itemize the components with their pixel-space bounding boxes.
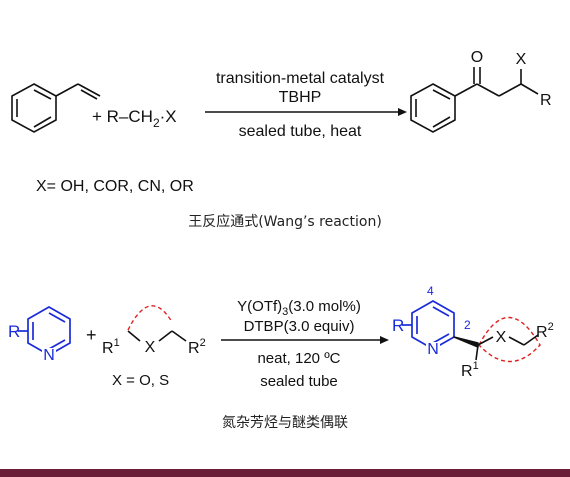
x-definition-1: X= OH, COR, CN, OR (36, 178, 194, 195)
position-4-label: 4 (427, 284, 434, 298)
caption-wang-reaction: 王反应通式(Wang’s reaction) (188, 213, 382, 230)
ether-x-label: X (145, 339, 156, 356)
condition-oxidant: TBHP (279, 89, 322, 106)
condition-temperature: neat, 120 ºC (257, 350, 340, 367)
caption-heteroarene-ether-coupling: 氮杂芳烃与醚类偶联 (222, 414, 348, 431)
product-n-label: N (427, 341, 439, 358)
pyridine-n-backdrop (42, 348, 56, 362)
product-x-label: X (516, 51, 527, 68)
product-r2-label: R2 (536, 321, 554, 341)
condition-oxidant-2: DTBP(3.0 equiv) (244, 318, 355, 335)
ether-r1-label: R1 (102, 337, 120, 357)
pyridine-r-label: R (8, 322, 20, 341)
condition-catalyst: transition-metal catalyst (216, 70, 385, 87)
ketone-product-structure (410, 67, 539, 133)
product-r1-label: R1 (461, 360, 479, 380)
reaction2-arrow-head (380, 336, 389, 344)
pyridine-n-label: N (43, 347, 55, 364)
condition-catalyst-2: Y(OTf)3(3.0 mol%) (237, 298, 361, 318)
position-2-label: 2 (464, 318, 471, 332)
ether-structure (127, 305, 187, 342)
product-x-label-2: X (496, 329, 507, 346)
product-n-backdrop (426, 342, 440, 356)
product-pyridine-r-label: R (392, 316, 404, 335)
condition-sealed-tube: sealed tube (260, 373, 338, 390)
reaction1-arrow-head (398, 108, 407, 116)
condition-sealed-heat: sealed tube, heat (239, 123, 362, 140)
footer-bar (0, 469, 570, 477)
styrene-structure (11, 83, 101, 133)
alkyl-reagent-formula: + R–CH2·X (92, 107, 177, 130)
x-definition-2: X = O, S (112, 372, 169, 389)
coupled-product-structure (402, 300, 541, 362)
ether-r2-label: R2 (188, 337, 206, 357)
plus-sign: + (86, 325, 97, 345)
carbonyl-oxygen-label: O (471, 49, 483, 66)
product-r-label: R (540, 92, 552, 109)
